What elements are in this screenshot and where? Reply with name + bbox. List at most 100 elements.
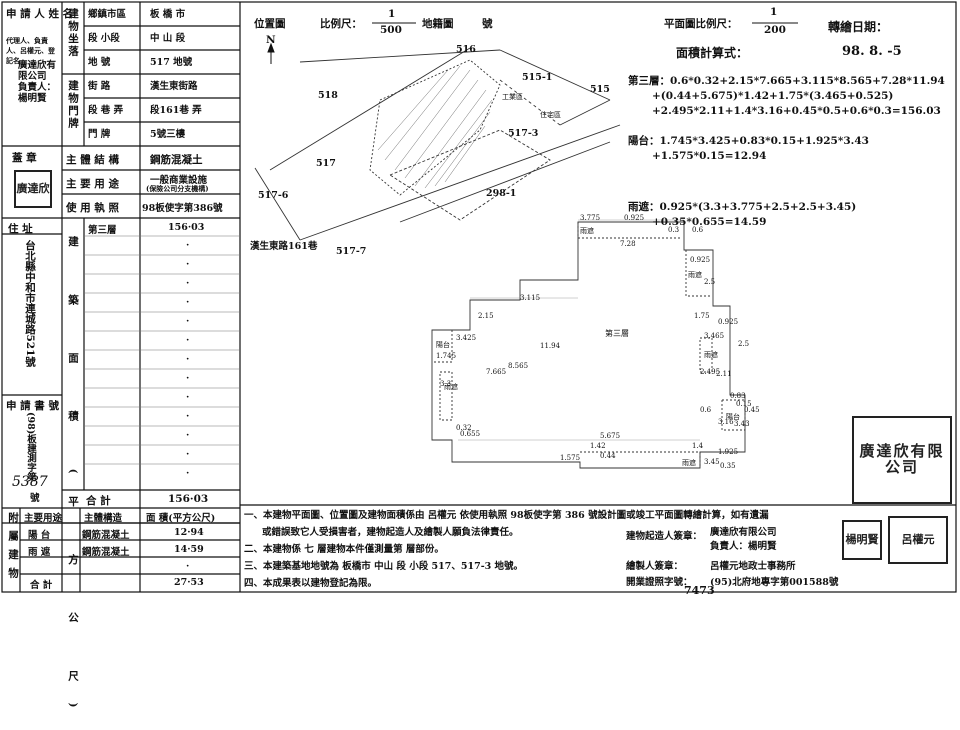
site-plan-drawing <box>254 47 621 241</box>
annex-row-area: 12·94 <box>174 527 204 538</box>
map-suffix: 號 <box>482 18 493 30</box>
blank-area-row-dot: · <box>186 411 190 422</box>
dimension-label: 3.16 <box>718 418 734 426</box>
address-value: 台北縣中和市連城路521號 <box>24 240 36 367</box>
location-row-value: 中 山 段 <box>150 33 186 44</box>
plan-scale-label: 平面圖比例尺： <box>664 18 738 30</box>
dimension-label: 1.575 <box>560 454 581 462</box>
drafter-name: 呂權元地政士事務所 <box>710 561 796 572</box>
transfer-date-value: 98. 8. -5 <box>842 44 902 59</box>
canopy-label-mid: 雨遮 <box>704 351 718 359</box>
dimension-label: 2.5 <box>704 278 716 286</box>
site-scale-numerator: 1 <box>388 8 396 20</box>
note-line: 四、本成果表以建物登記為限。 <box>244 578 378 589</box>
location-row-key: 地 號 <box>88 57 111 68</box>
blank-area-row-dot: · <box>186 468 190 479</box>
dimension-label: 3.3 <box>440 380 452 388</box>
applicant-seal: 廣達欣 <box>14 170 52 208</box>
area-calculation-line: +1.575*0.15=12.94 <box>652 150 767 162</box>
blank-area-row-dot: · <box>186 278 190 289</box>
location-row-key: 段 巷 弄 <box>88 105 124 116</box>
license-label: 使 用 執 照 <box>66 202 119 214</box>
area-calculation-line: 第三層：0.6*0.32+2.15*7.665+3.115*8.565+7.28… <box>628 75 945 87</box>
parcel-label: 515-1 <box>522 72 553 83</box>
address-label: 住 址 <box>8 223 33 235</box>
location-row-key: 段 小段 <box>88 33 120 44</box>
site-scale-denominator: 500 <box>380 24 402 36</box>
license-number-label: 開業證照字號： <box>626 577 693 588</box>
note-line: 三、本建築基地地號為 板橋市 中山 段 小段 517、517-3 地號。 <box>244 561 524 572</box>
dimension-label: 3.465 <box>704 332 725 340</box>
dimension-label: 0.45 <box>744 406 760 414</box>
blank-area-row-dot: · <box>186 259 190 270</box>
dimension-label: 1.42 <box>590 442 606 450</box>
site-plan-title: 位置圖 <box>254 18 286 30</box>
dimension-label: 1.75 <box>694 312 710 320</box>
bottom-stamp-number: 7473 <box>684 584 715 597</box>
parcel-label: 517-6 <box>258 190 289 201</box>
seal-label: 蓋 章 <box>12 152 37 164</box>
annex-row-structure: 鋼筋混凝土 <box>82 530 130 541</box>
dimension-label: 0.925 <box>624 214 645 222</box>
blank-area-row-dot: · <box>186 430 190 441</box>
annex-header-use: 主要用途 <box>24 513 63 524</box>
annex-label: 附屬建物 <box>7 512 19 586</box>
area-calculation-line: 陽台：1.745*3.425+0.83*0.15+1.925*3.43 <box>628 135 869 147</box>
floor-plan-outline <box>431 221 746 469</box>
area-calculation-line: 雨遮：0.925*(3.3+3.775+2.5+2.5+3.45) <box>628 201 857 213</box>
applicant-name: 廣達欣有限公司 負責人：楊明賢 <box>18 60 57 104</box>
permit-value: (98)板建測字第 <box>25 412 36 482</box>
blank-area-row-dot: · <box>186 316 190 327</box>
annex-header-area: 面 積(平方公尺) <box>146 513 216 524</box>
dimension-label: 11.94 <box>540 342 561 350</box>
blank-area-row-dot: · <box>186 240 190 251</box>
blank-area-row-dot: · <box>186 335 190 346</box>
north-label: N <box>266 34 276 46</box>
dimension-label: 1.925 <box>718 448 739 456</box>
dimension-label: 3.115 <box>520 294 541 302</box>
dimension-label: 0.6 <box>700 406 712 414</box>
dimension-label: 3.425 <box>456 334 477 342</box>
dimension-label: 3.45 <box>704 458 720 466</box>
license-value: 98板使字第386號 <box>142 203 223 214</box>
permit-number-handwritten: 5387 <box>12 474 48 490</box>
parcel-label: 517 <box>316 158 336 169</box>
location-label: 建物坐落 <box>67 8 79 58</box>
site-scale-label: 比例尺： <box>320 18 362 30</box>
residential-zone-tag: 住宅區 <box>540 111 561 119</box>
structure-label: 主 體 結 構 <box>66 154 119 166</box>
location-row-value: 段161巷 弄 <box>150 105 202 116</box>
dimension-label: 0.6 <box>692 226 704 234</box>
structure-value: 鋼筋混凝土 <box>150 154 203 166</box>
north-arrow <box>267 42 275 64</box>
plan-scale-numerator: 1 <box>770 6 778 18</box>
use-value-sub: (保險公司分支機構) <box>146 184 209 193</box>
permit-label: 申 請 書 號 <box>6 400 59 412</box>
parcel-label: 515 <box>590 84 610 95</box>
canopy-label-top: 雨遮 <box>580 227 594 235</box>
canopy-label-bottom: 雨遮 <box>682 459 696 467</box>
floor-plan-center-label: 第三層 <box>605 329 629 338</box>
dimension-label: 0.35 <box>720 462 736 470</box>
transfer-date-label: 轉繪日期： <box>828 20 889 34</box>
dimension-label: 1.4 <box>692 442 704 450</box>
doorplate-label: 建物門牌 <box>67 80 79 130</box>
use-value: 一般商業設施 <box>150 175 208 186</box>
dimension-label: 0.32 <box>456 424 472 432</box>
dimension-label: 2.11 <box>716 370 732 378</box>
document-frame <box>1 1 957 593</box>
blank-area-row-dot: · <box>186 297 190 308</box>
area-calculation-line: +(0.44+5.675)*1.42+1.75*(3.465+0.525) <box>652 90 894 102</box>
floor-area-value: 156·03 <box>168 222 205 233</box>
owner-signature-label: 建物起造人簽章： <box>626 531 703 542</box>
total-label: 合 計 <box>86 495 111 507</box>
representative-seal: 楊明賢 <box>842 520 882 560</box>
note-line: 一、本建物平面圖、位置圖及建物面積係由 呂權元 依使用執照 98板使字第 386… <box>244 510 769 521</box>
dimension-label: 5.675 <box>600 432 621 440</box>
dimension-label: 0.3 <box>668 226 680 234</box>
area-formula-label: 面積計算式： <box>676 46 749 60</box>
street-label: 漢生東路161巷 <box>250 241 318 252</box>
company-seal-large: 廣達欣有限公司 <box>852 416 952 504</box>
parcel-label: 298-1 <box>486 188 517 199</box>
annex-blank-row-dot: · <box>186 561 190 572</box>
